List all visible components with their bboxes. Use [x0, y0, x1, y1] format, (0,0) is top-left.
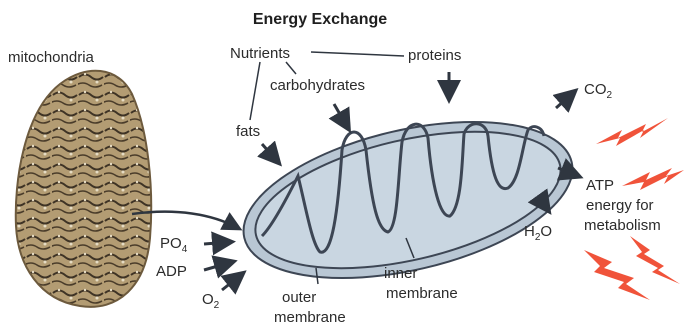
- label-outer: outer: [282, 289, 316, 306]
- lightning-bolt-top: [596, 118, 668, 146]
- label-carbohydrates: carbohydrates: [270, 77, 365, 94]
- connector-nutrients-fats: [250, 62, 260, 120]
- label-adp: ADP: [156, 263, 187, 280]
- lightning-bolt-bottom-right: [630, 236, 680, 284]
- label-energy-for: energy for: [586, 197, 654, 214]
- mitochondria-micrograph: [16, 71, 151, 307]
- label-nutrients: Nutrients: [230, 45, 290, 62]
- label-fats: fats: [236, 123, 260, 140]
- label-mitochondria: mitochondria: [8, 49, 95, 66]
- label-atp: ATP: [586, 177, 614, 194]
- title: Energy Exchange: [253, 11, 387, 28]
- arrow-co2: [556, 92, 574, 108]
- label-proteins: proteins: [408, 47, 461, 64]
- label-inner-membrane: membrane: [386, 285, 458, 302]
- label-co2: CO2: [584, 81, 613, 101]
- label-outer-membrane: membrane: [274, 309, 346, 326]
- arrow-carbohydrates: [334, 104, 348, 128]
- label-o2: O2: [202, 291, 220, 311]
- label-metabolism: metabolism: [584, 217, 661, 234]
- arrow-fats: [262, 144, 278, 162]
- connector-nutrients-carbohydrates: [286, 62, 296, 74]
- arrow-o2: [222, 274, 242, 290]
- arrow-po4: [204, 242, 230, 244]
- arrow-adp: [204, 262, 232, 270]
- label-po4: PO4: [160, 235, 188, 255]
- connector-nutrients-proteins: [311, 52, 404, 56]
- label-inner: inner: [384, 265, 417, 282]
- label-h2o: H2O: [524, 223, 552, 243]
- lightning-bolt-middle: [622, 168, 684, 190]
